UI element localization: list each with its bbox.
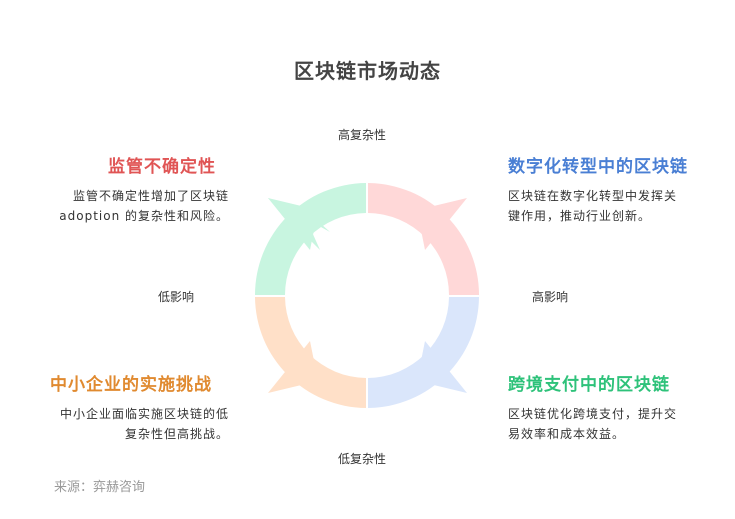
quadrant-title-sme: 中小企业的实施挑战 — [50, 375, 212, 395]
axis-label-bottom: 低复杂性 — [338, 452, 387, 466]
axis-label-left: 低影响 — [158, 290, 195, 304]
page-title: 区块链市场动态 — [294, 59, 441, 83]
axis-label-top: 高复杂性 — [338, 128, 387, 142]
source-note: 来源：弈赫咨询 — [54, 480, 146, 495]
quadrant-desc-regulatory: 监管不确定性增加了区块链 adoption 的复杂性和风险。 — [59, 189, 229, 223]
quadrant-arc-top-left — [255, 183, 366, 295]
quadrant-desc-crossborder: 区块链优化跨境支付，提升交 易效率和成本效益。 — [508, 407, 678, 441]
quadrant-arc-bottom-left — [255, 297, 366, 408]
quadrant-title-regulatory: 监管不确定性 — [108, 157, 216, 177]
quadrant-desc-sme: 中小企业面临实施区块链的低 复杂性但高挑战。 — [59, 407, 229, 441]
quadrant-title-crossborder: 跨境支付中的区块链 — [508, 375, 670, 395]
quadrant-arc-bottom-right — [368, 297, 479, 408]
quadrant-title-digital: 数字化转型中的区块链 — [508, 157, 688, 177]
axis-label-right: 高影响 — [532, 290, 569, 304]
quadrant-desc-digital: 区块链在数字化转型中发挥关 键作用，推动行业创新。 — [508, 189, 678, 223]
quadrant-arc-top-right — [368, 183, 479, 295]
